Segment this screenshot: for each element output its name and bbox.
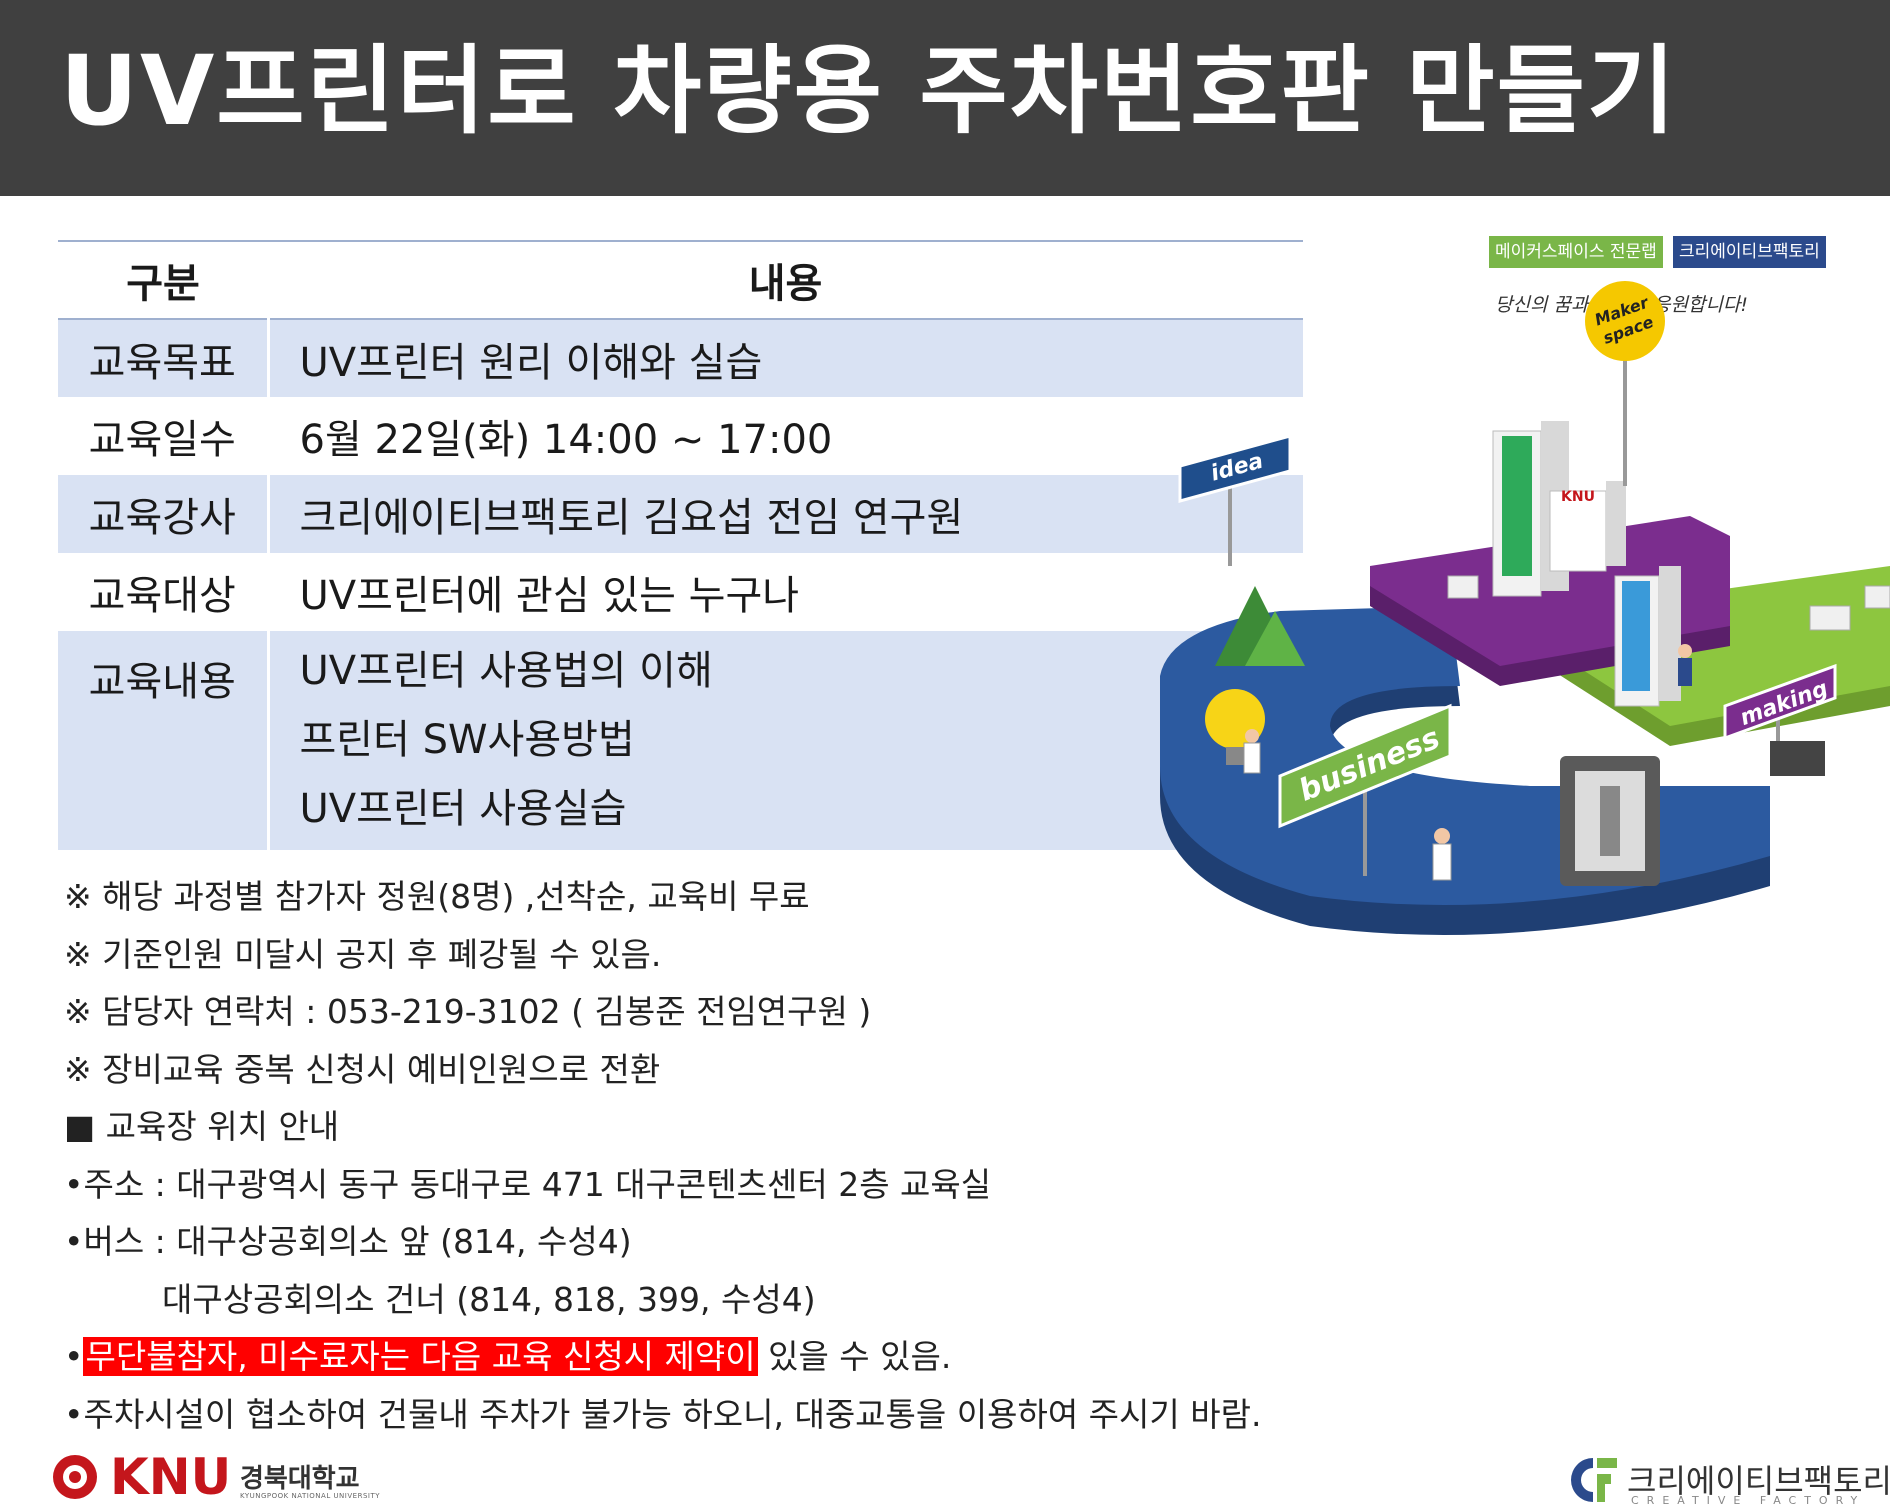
makerspace-badge: Maker space bbox=[1585, 281, 1665, 486]
row-value: 6월 22일(화) 14:00 ~ 17:00 bbox=[299, 417, 833, 463]
course-info-table: 구분 내용 교육목표 UV프린터 원리 이해와 실습 교육일수 6월 22일(화… bbox=[58, 240, 1303, 850]
note-contact: ※ 담당자 연락처 : 053-219-3102 ( 김봉준 전임연구원 ) bbox=[64, 992, 872, 1031]
title-bar: UV프린터로 차량용 주차번호판 만들기 bbox=[0, 0, 1890, 196]
row-label: 교육목표 bbox=[58, 319, 270, 397]
knu-building: KNU bbox=[1549, 481, 1626, 572]
row-label: 교육일수 bbox=[58, 397, 270, 475]
makerspace-illustration: KNU Maker space idea business making bbox=[1160, 281, 1890, 935]
row-label: 교육내용 bbox=[58, 631, 270, 850]
location-heading: ■ 교육장 위치 안내 bbox=[64, 1107, 340, 1146]
row-value: UV프린터에 관심 있는 누구나 bbox=[299, 573, 800, 619]
printer-icon bbox=[1560, 756, 1660, 886]
row-label: 교육강사 bbox=[58, 475, 270, 553]
parking-line: •주차시설이 협소하여 건물내 주차가 불가능 하오니, 대중교통을 이용하여 … bbox=[64, 1394, 1262, 1434]
knu-english-name: KYUNGPOOK NATIONAL UNIVERSITY bbox=[240, 1492, 380, 1500]
note-cancellation: ※ 기준인원 미달시 공지 후 폐강될 수 있음. bbox=[64, 934, 662, 974]
content-line: UV프린터 사용실습 bbox=[299, 786, 627, 832]
warning-rest: 있을 수 있음. bbox=[757, 1337, 952, 1376]
knu-korean-name: 경북대학교 bbox=[240, 1464, 360, 1494]
content-line: 프린터 SW사용방법 bbox=[299, 717, 635, 763]
knu-emblem-icon bbox=[53, 1455, 97, 1499]
warning-bullet: • bbox=[64, 1337, 84, 1376]
cf-korean-name: 크리에이티브팩토리 bbox=[1627, 1462, 1890, 1500]
notes-section: ※ 해당 과정별 참가자 정원(8명) ,선착순, 교육비 무료 ※ 기준인원 … bbox=[64, 868, 1404, 1443]
small-house bbox=[1864, 585, 1890, 609]
bus-line-2: 대구상공회의소 건너 (814, 818, 399, 수성4) bbox=[162, 1279, 816, 1319]
warning-highlight: 무단불참자, 미수료자는 다음 교육 신청시 제약이 bbox=[83, 1337, 758, 1376]
table-row: 교육대상 UV프린터에 관심 있는 누구나 bbox=[58, 553, 1303, 631]
knu-wordmark: KNU bbox=[110, 1448, 232, 1506]
table-row: 교육강사 크리에이티브팩토리 김요섭 전임 연구원 bbox=[58, 475, 1303, 553]
building-label: KNU bbox=[1561, 489, 1595, 505]
creative-factory-tag: 크리에이티브팩토리 bbox=[1673, 236, 1826, 268]
address-line: •주소 : 대구광역시 동구 동대구로 471 대구콘텐츠센터 2층 교육실 bbox=[64, 1164, 992, 1204]
tree-icon bbox=[1245, 611, 1305, 666]
small-house bbox=[1447, 575, 1479, 599]
row-value: UV프린터 원리 이해와 실습 bbox=[268, 319, 1303, 397]
content-line: UV프린터 사용법의 이해 bbox=[299, 648, 713, 694]
row-value-list: UV프린터 사용법의 이해 프린터 SW사용방법 UV프린터 사용실습 bbox=[268, 631, 1303, 850]
table-row: 교육목표 UV프린터 원리 이해와 실습 bbox=[58, 319, 1303, 397]
table-header-row: 구분 내용 bbox=[58, 241, 1303, 320]
row-label: 교육대상 bbox=[58, 553, 270, 631]
person-icon bbox=[1243, 729, 1261, 774]
table-row-content: 교육내용 UV프린터 사용법의 이해 프린터 SW사용방법 UV프린터 사용실습 bbox=[58, 631, 1303, 850]
person-icon bbox=[1432, 828, 1452, 881]
cf-english-name: CREATIVE FACTORY bbox=[1631, 1494, 1866, 1507]
page-title: UV프린터로 차량용 주차번호판 만들기 bbox=[60, 35, 1678, 147]
warning-line: •무단불참자, 미수료자는 다음 교육 신청시 제약이 있을 수 있음. bbox=[64, 1328, 1404, 1386]
small-house bbox=[1809, 605, 1851, 631]
table-row: 교육일수 6월 22일(화) 14:00 ~ 17:00 bbox=[58, 397, 1303, 475]
idea-sign: idea bbox=[1178, 434, 1292, 566]
note-capacity: ※ 해당 과정별 참가자 정원(8명) ,선착순, 교육비 무료 bbox=[64, 877, 810, 916]
table-header-label: 구분 bbox=[58, 241, 268, 320]
knu-logo: KNU 경북대학교 KYUNGPOOK NATIONAL UNIVERSITY bbox=[50, 1448, 380, 1508]
row-value: 크리에이티브팩토리 김요섭 전임 연구원 bbox=[268, 475, 1303, 553]
creative-factory-logo: 크리에이티브팩토리 CREATIVE FACTORY bbox=[1565, 1452, 1890, 1508]
chip-icon bbox=[1770, 741, 1825, 776]
note-duplicate: ※ 장비교육 중복 신청시 예비인원으로 전환 bbox=[64, 1049, 661, 1089]
table-header-value: 내용 bbox=[268, 241, 1303, 320]
bus-line: •버스 : 대구상공회의소 앞 (814, 수성4) bbox=[64, 1222, 632, 1261]
cf-logo-icon bbox=[1571, 1458, 1617, 1502]
person-icon bbox=[1678, 644, 1692, 686]
tall-building-blue bbox=[1614, 566, 1681, 707]
makerspace-tag: 메이커스페이스 전문랩 bbox=[1489, 236, 1663, 268]
